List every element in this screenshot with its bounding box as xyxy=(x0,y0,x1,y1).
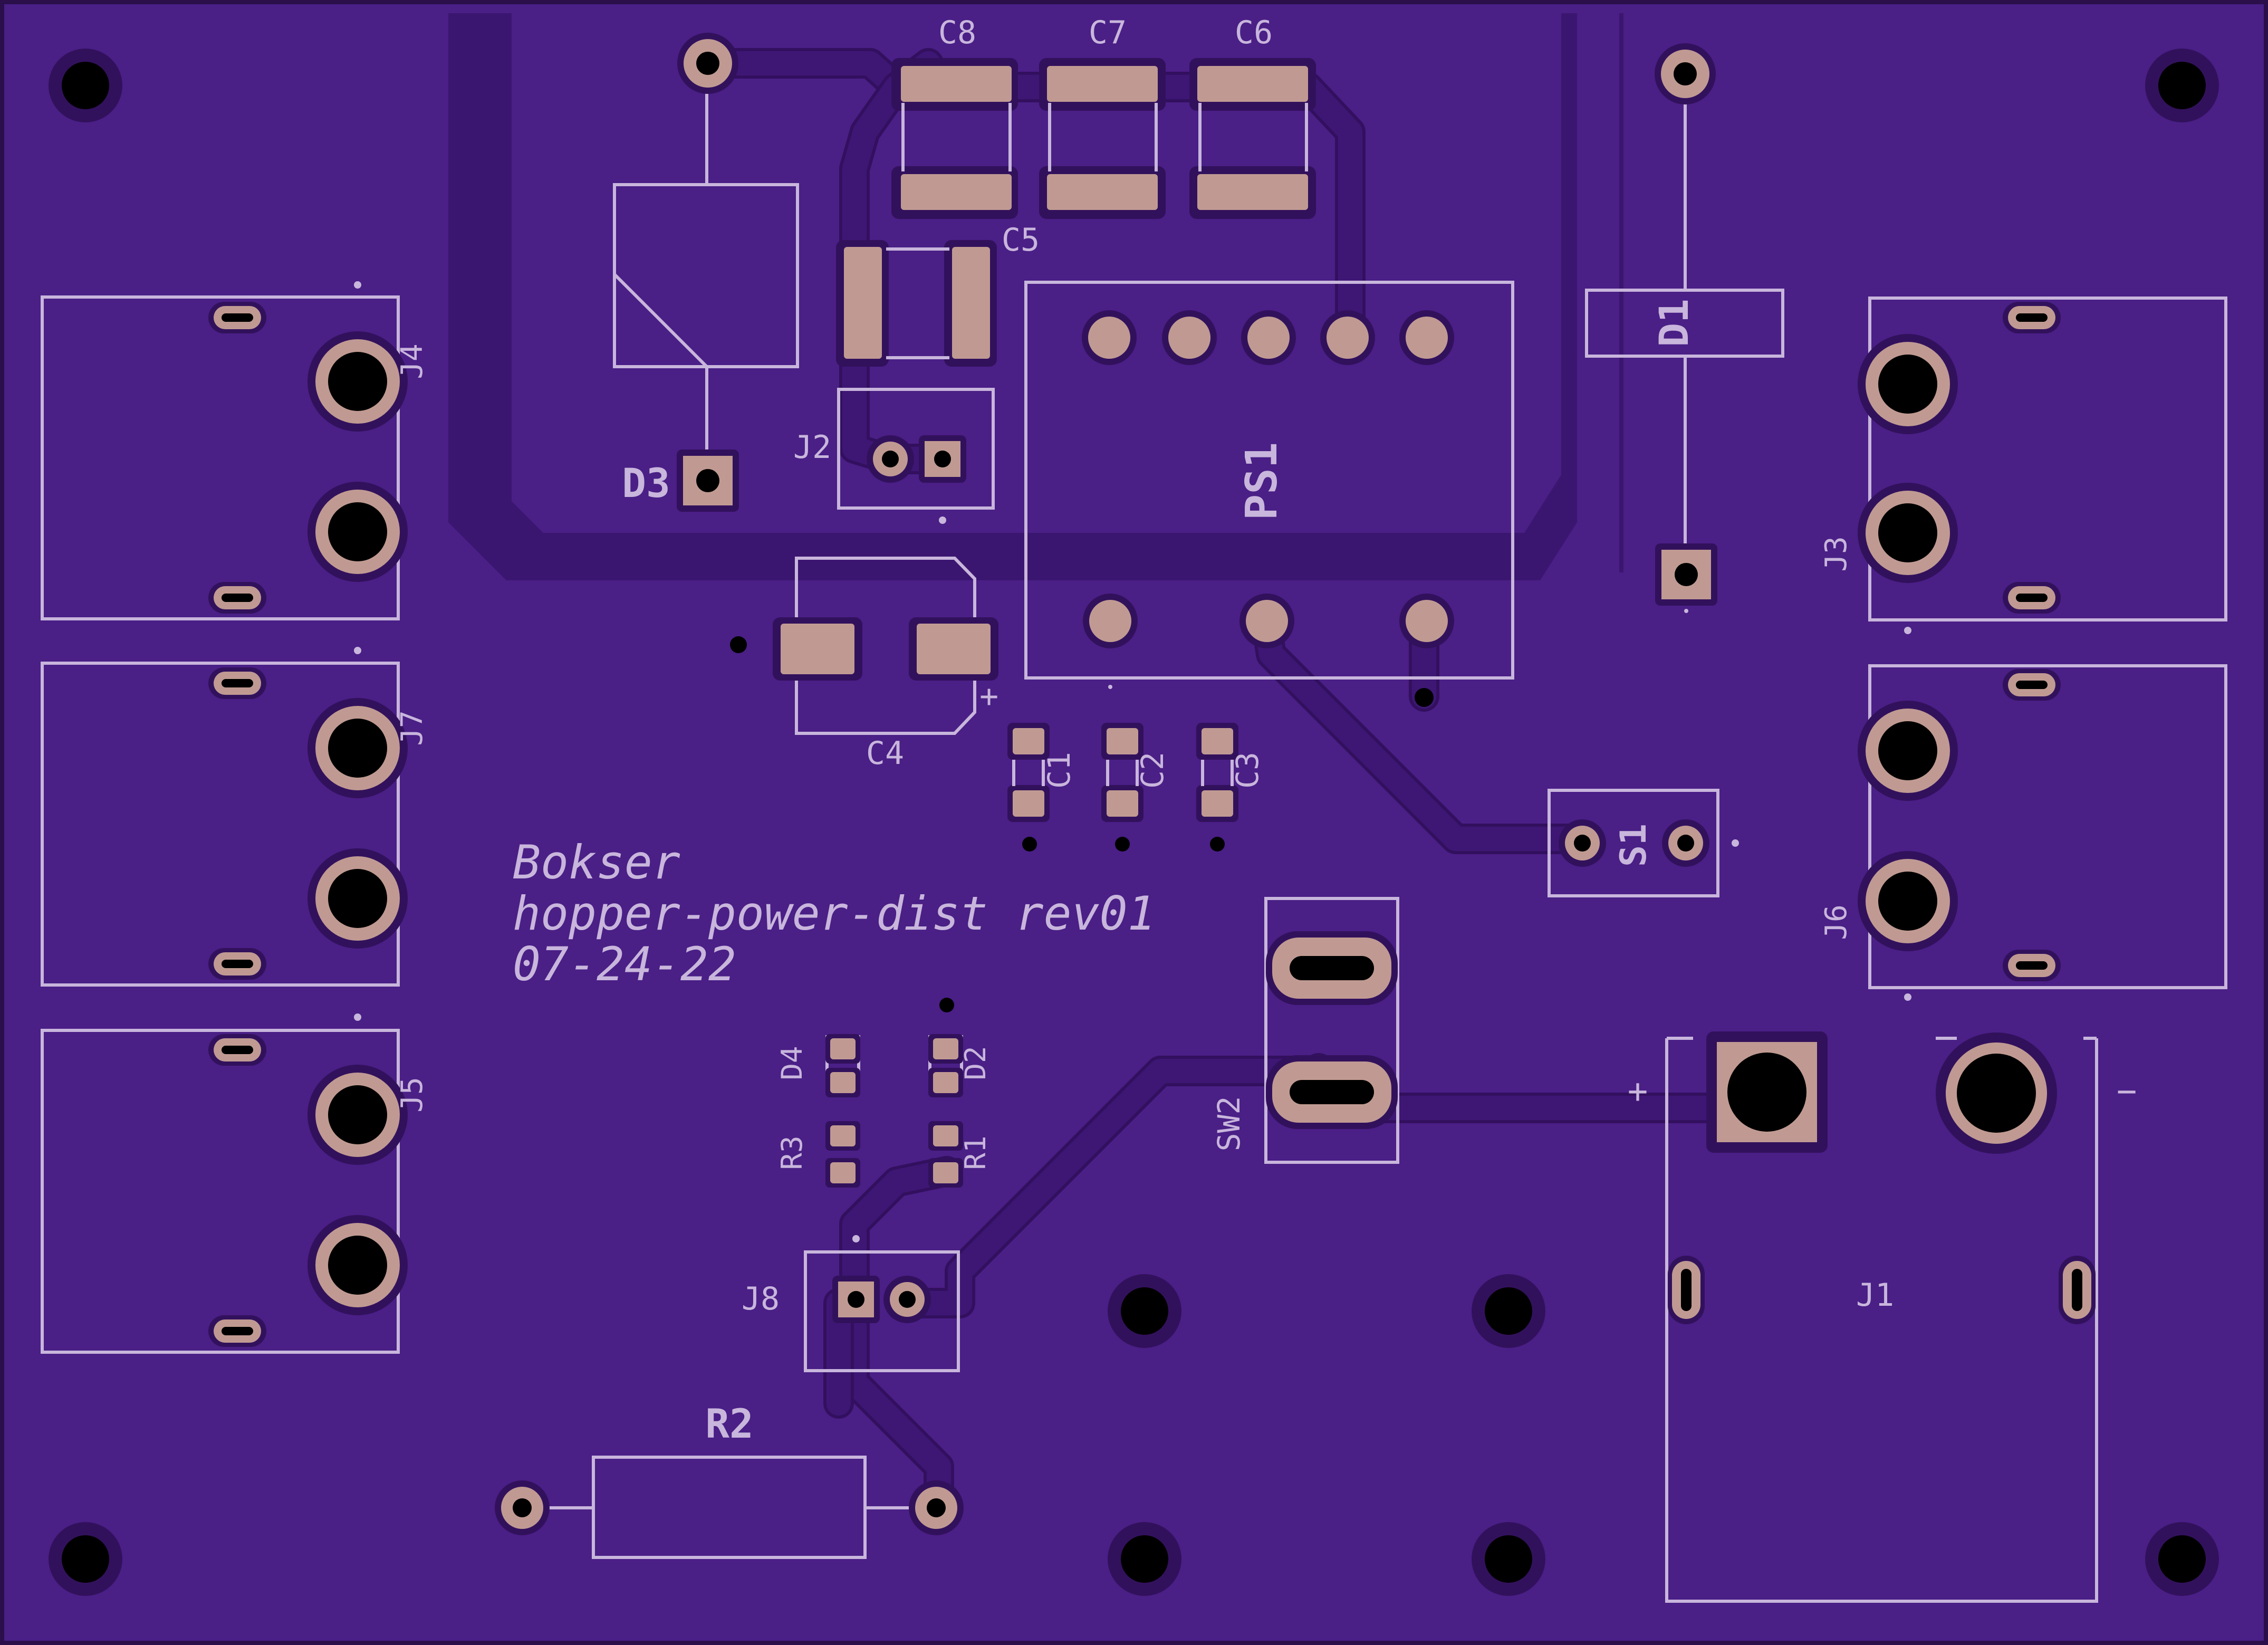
label-c5: C5 xyxy=(1002,222,1040,259)
mounting-hole xyxy=(1485,1535,1532,1583)
connector-j4: J4 xyxy=(41,281,429,620)
connector-j3: J3 xyxy=(1819,297,2227,634)
board-title-block: Bokser hopper-power-dist rev01 07-24-22 xyxy=(513,835,1156,991)
via xyxy=(1115,837,1130,852)
label-c7: C7 xyxy=(1089,14,1127,51)
label-c6: C6 xyxy=(1235,14,1273,51)
switch-sw2: SW2 xyxy=(1211,897,1399,1164)
mounting-hole xyxy=(2158,1535,2206,1583)
mounting-hole xyxy=(1121,1287,1168,1335)
label-d4: D4 xyxy=(775,1046,809,1080)
led-d2: D2 xyxy=(928,998,992,1097)
board-title-name: hopper-power-dist rev01 xyxy=(513,886,1156,941)
connector-j8: J8 xyxy=(742,1235,960,1372)
switch-s1: S1 xyxy=(1548,789,1739,897)
label-sw2: SW2 xyxy=(1211,1096,1247,1152)
label-ps1: PS1 xyxy=(1237,442,1287,520)
label-j2: J2 xyxy=(793,429,831,466)
power-supply-ps1: PS1 xyxy=(1024,281,1514,707)
capacitor-c1: C1 xyxy=(1007,723,1077,852)
capacitor-c8: C8 xyxy=(891,14,1018,219)
connector-j1: + − J1 xyxy=(1628,1031,2137,1603)
mounting-hole xyxy=(2158,62,2206,109)
pour-gap-strip xyxy=(1619,13,1623,572)
capacitor-c4: + C4 xyxy=(730,557,998,772)
label-c8: C8 xyxy=(938,14,976,51)
board-title-company: Bokser xyxy=(513,835,680,890)
label-j3: J3 xyxy=(1819,536,1853,571)
diode-d1: D1 xyxy=(1585,43,1784,613)
via xyxy=(1210,837,1225,852)
diode-d3: D3 xyxy=(613,33,799,512)
mounting-hole xyxy=(62,62,109,109)
label-d3: D3 xyxy=(622,460,670,506)
capacitor-c7: C7 xyxy=(1039,14,1166,219)
j1-polarity-minus: − xyxy=(2117,1072,2137,1111)
connector-j5: J5 xyxy=(41,1013,429,1354)
label-j4: J4 xyxy=(395,343,429,379)
label-j6: J6 xyxy=(1819,904,1853,940)
c4-polarity-plus: + xyxy=(979,678,998,715)
ps1-pins-top xyxy=(1082,310,1454,365)
label-r3: R3 xyxy=(775,1135,809,1170)
label-j8: J8 xyxy=(742,1280,780,1317)
trace-r1-j8-fill xyxy=(842,1159,959,1315)
label-j7: J7 xyxy=(395,710,429,745)
board-title-date: 07-24-22 xyxy=(513,937,736,991)
via xyxy=(730,636,747,653)
connector-j2: J2 xyxy=(793,388,995,524)
label-j1: J1 xyxy=(1856,1277,1894,1314)
copper-pour-inner xyxy=(512,13,1561,533)
resistor-r1: R1 xyxy=(928,1121,992,1188)
connector-j7: J7 xyxy=(41,647,429,987)
mounting-hole xyxy=(62,1535,109,1583)
label-d2: D2 xyxy=(959,1046,992,1080)
label-c4: C4 xyxy=(866,735,904,772)
label-d1: D1 xyxy=(1650,299,1697,347)
mounting-hole xyxy=(1121,1535,1168,1583)
connector-j6: J6 xyxy=(1819,664,2227,1001)
label-r2: R2 xyxy=(705,1400,754,1447)
label-r1: R1 xyxy=(959,1135,992,1170)
capacitor-c2: C2 xyxy=(1101,723,1170,852)
resistor-r3: R3 xyxy=(775,1121,860,1188)
via xyxy=(939,998,954,1012)
label-s1: S1 xyxy=(1613,824,1655,867)
via xyxy=(1022,837,1037,852)
resistor-r2: R2 xyxy=(495,1400,964,1559)
label-c1: C1 xyxy=(1041,752,1077,789)
capacitor-c5: C5 xyxy=(836,222,1040,367)
mounting-hole xyxy=(1485,1287,1532,1335)
capacitor-c3: C3 xyxy=(1196,723,1265,852)
capacitor-c6: C6 xyxy=(1189,14,1316,219)
via xyxy=(1415,688,1434,707)
led-d4: D4 xyxy=(775,1034,860,1097)
ps1-pins-bottom xyxy=(1083,594,1454,648)
label-c3: C3 xyxy=(1229,752,1265,789)
j1-polarity-plus: + xyxy=(1628,1072,1648,1111)
label-j5: J5 xyxy=(395,1077,429,1112)
mounting-holes xyxy=(49,49,2219,1596)
label-c2: C2 xyxy=(1135,752,1170,789)
